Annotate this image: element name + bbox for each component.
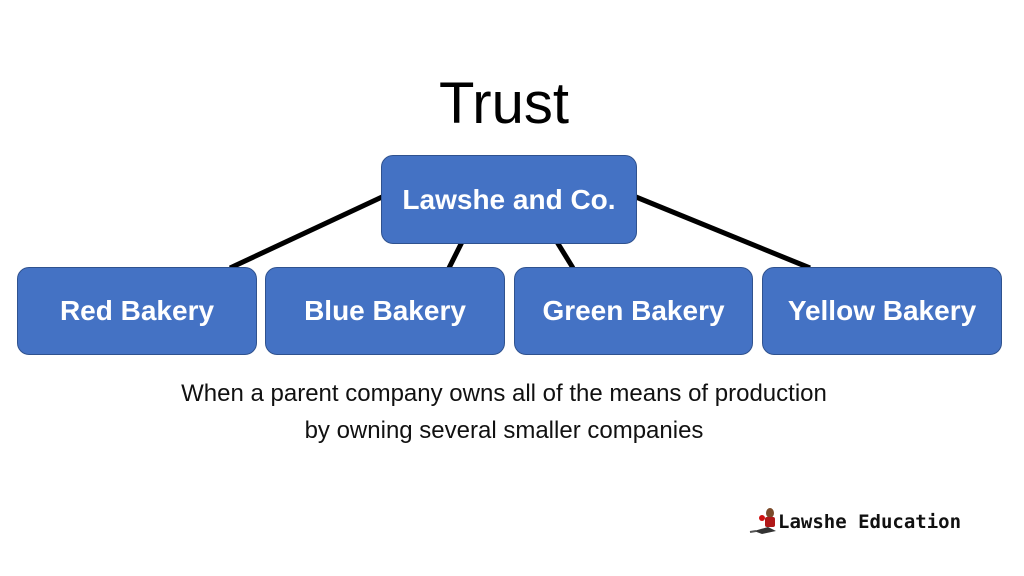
child-box-blue-bakery: Blue Bakery [265, 267, 505, 355]
connector-red [228, 194, 384, 271]
caption-line-2: by owning several smaller companies [304, 417, 704, 444]
child-box-green-bakery: Green Bakery [514, 267, 753, 355]
child-box-yellow-bakery: Yellow Bakery [762, 267, 1002, 355]
child-box-red-bakery: Red Bakery [17, 267, 257, 355]
logo-text: Lawshe Education [778, 511, 962, 533]
slide-title: Trust [439, 71, 569, 136]
definition-caption: When a parent company owns all of the me… [0, 375, 1008, 449]
connector-green [554, 240, 576, 270]
teacher-figure-icon [749, 508, 776, 534]
parent-company-box: Lawshe and Co. [381, 155, 637, 244]
connector-blue [446, 240, 465, 270]
caption-line-1: When a parent company owns all of the me… [181, 380, 827, 407]
lawshe-education-logo: Lawshe Education [748, 507, 961, 537]
connector-yellow [635, 194, 811, 271]
